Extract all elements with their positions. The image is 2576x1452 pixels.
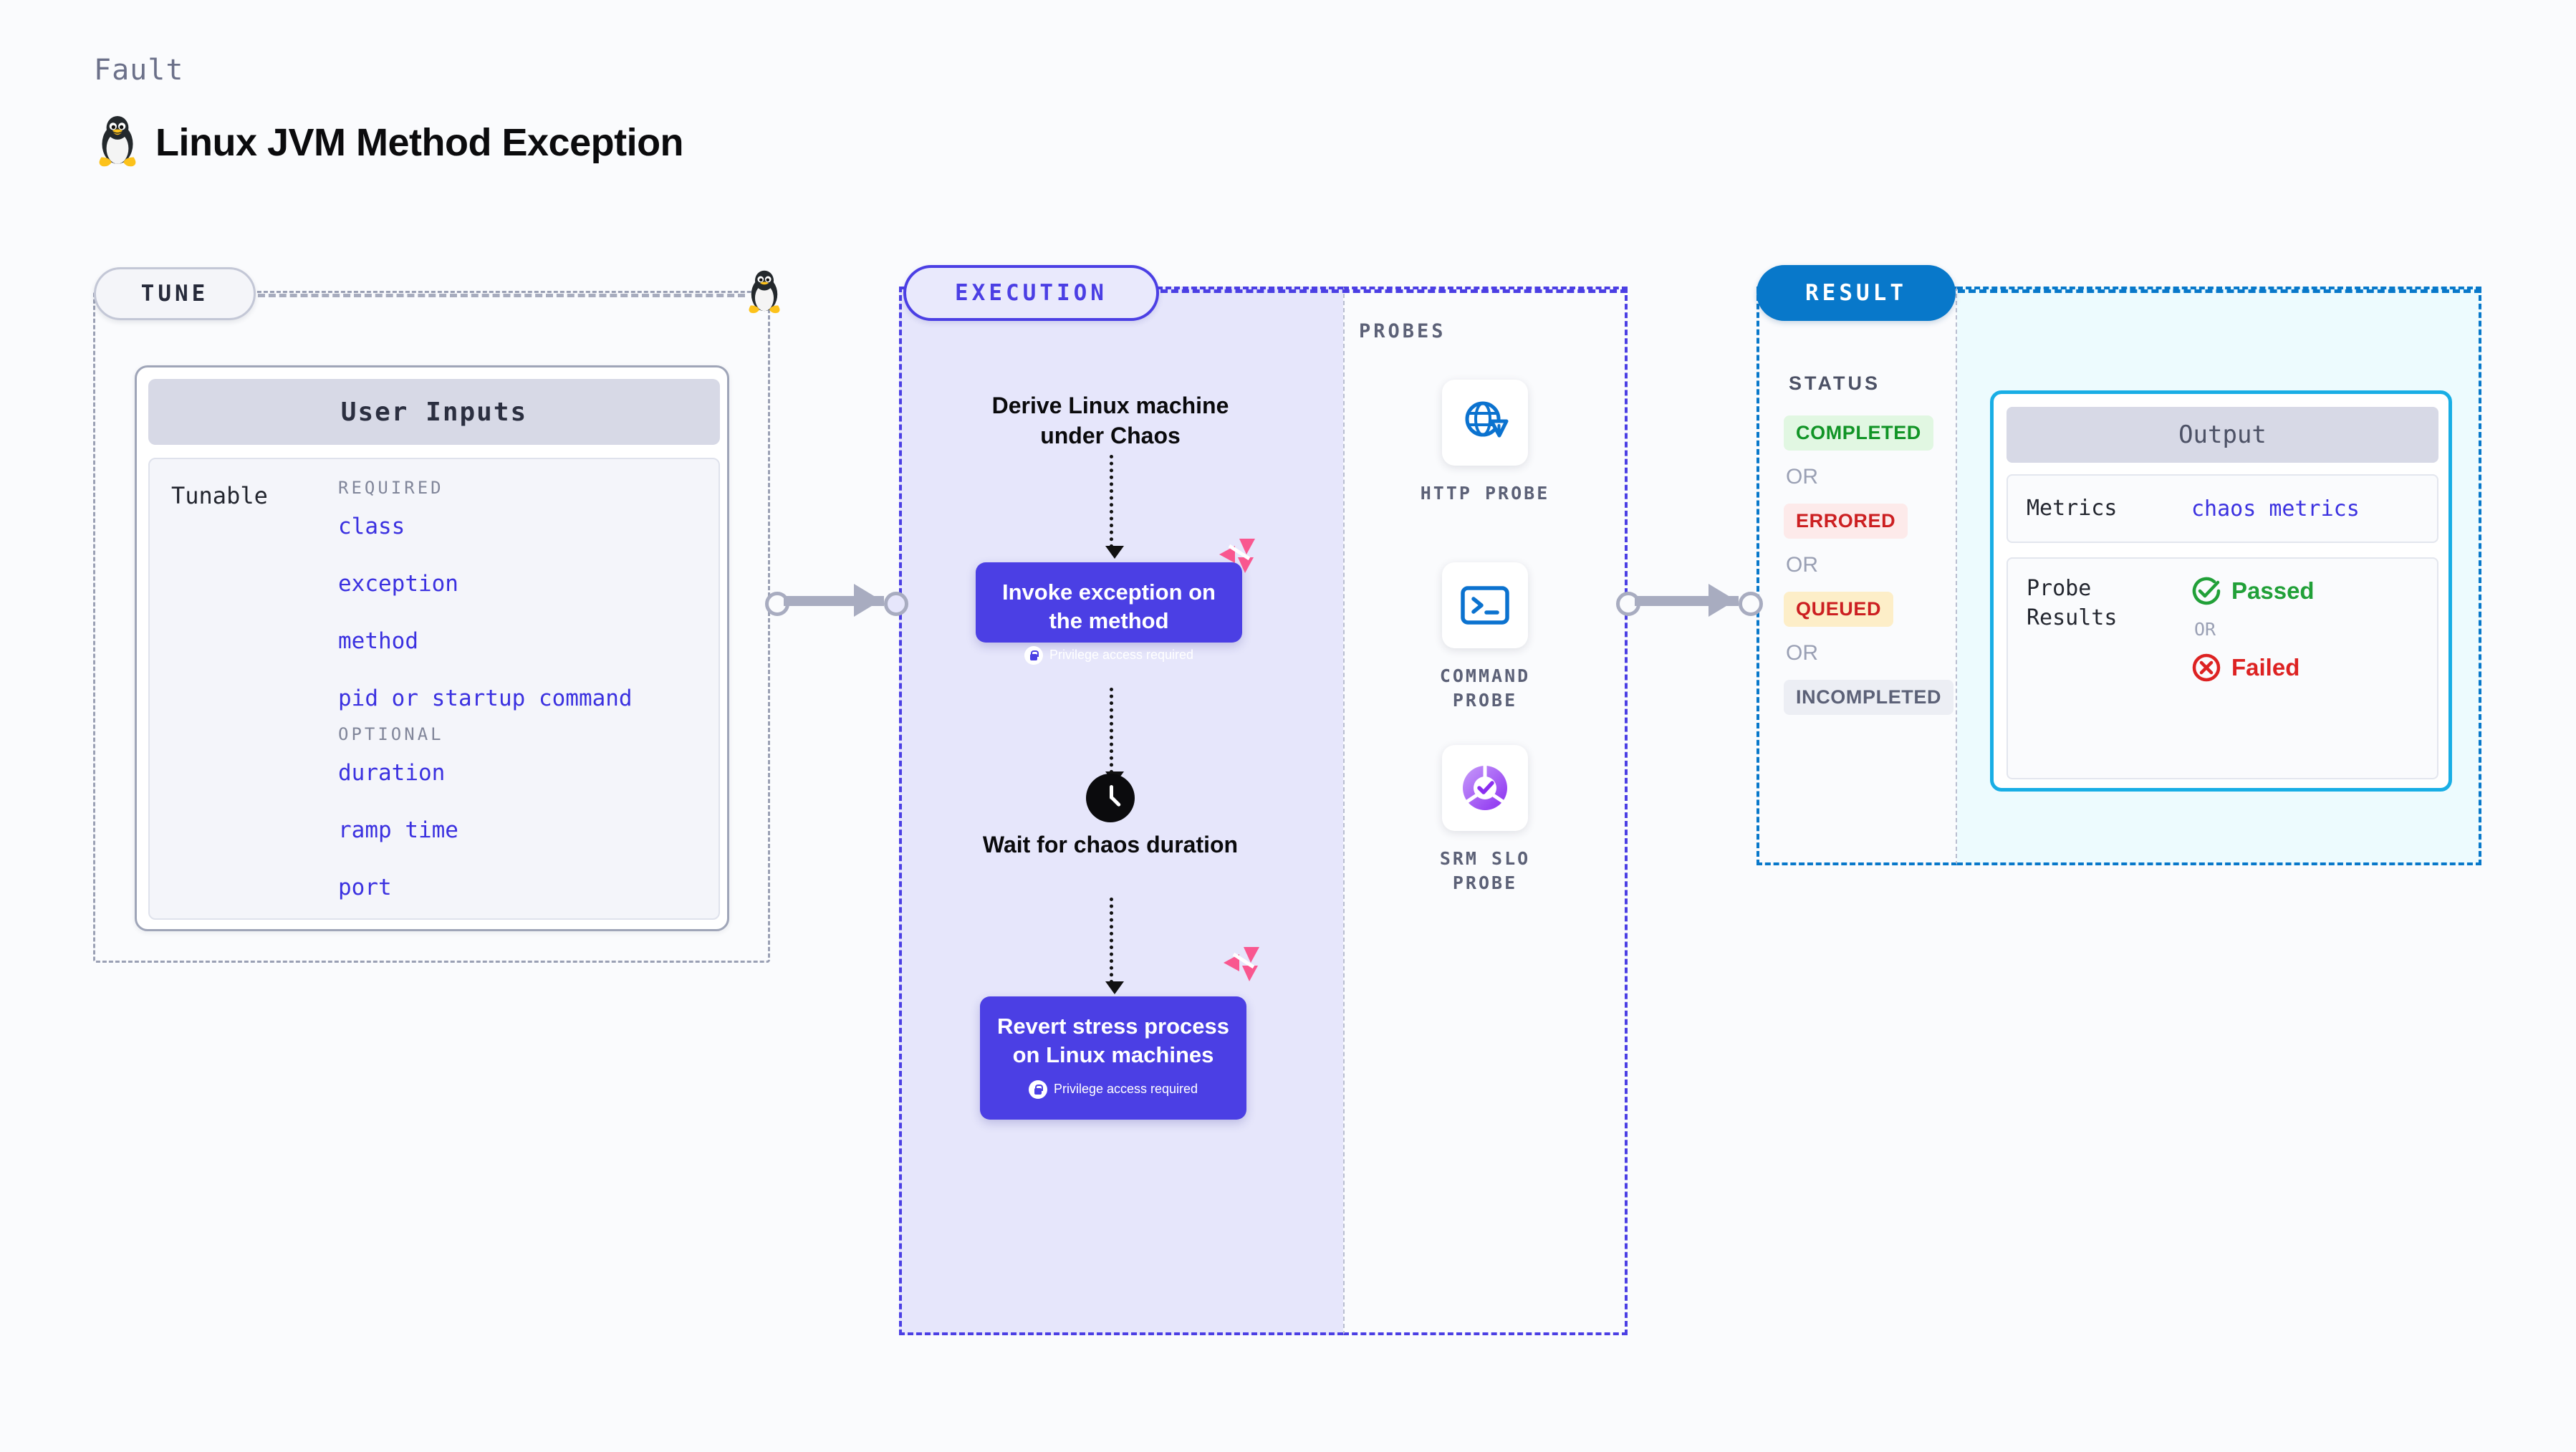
globe-warning-icon bbox=[1465, 401, 1509, 438]
tunable-item-port[interactable]: port bbox=[338, 875, 392, 900]
page-title-row: Linux JVM Method Exception bbox=[94, 115, 684, 170]
execution-step-invoke-label: Invoke exception on the method bbox=[1001, 580, 1216, 634]
execution-step-wait-label: Wait for chaos duration bbox=[982, 832, 1239, 857]
terminal-icon bbox=[1461, 586, 1509, 625]
probe-icon-wrapper bbox=[1442, 562, 1528, 648]
probe-card-http[interactable]: HTTP PROBE bbox=[1403, 380, 1567, 506]
status-badge-incompleted: INCOMPLETED bbox=[1784, 680, 1954, 715]
arrow-down-icon bbox=[1105, 981, 1124, 994]
output-card: Output Metrics chaos metrics Probe Resul… bbox=[1990, 390, 2452, 792]
user-inputs-card: User Inputs Tunable REQUIRED class excep… bbox=[135, 365, 729, 931]
page-title: Linux JVM Method Exception bbox=[155, 121, 684, 164]
privilege-note-text: Privilege access required bbox=[1053, 1082, 1198, 1097]
execution-step-invoke-box[interactable]: Invoke exception on the method Privilege… bbox=[976, 562, 1242, 665]
fault-eyebrow-label: Fault bbox=[94, 54, 184, 87]
status-badge-queued: QUEUED bbox=[1784, 592, 1894, 627]
tunable-item-exception[interactable]: exception bbox=[338, 571, 458, 597]
clock-icon bbox=[1086, 774, 1135, 822]
lock-icon bbox=[1024, 645, 1043, 665]
tune-section-pill[interactable]: TUNE bbox=[94, 267, 256, 320]
execution-step-invoke-note: Privilege access required bbox=[990, 645, 1228, 665]
connector-arrowhead bbox=[854, 584, 881, 617]
connector-tune-to-execution bbox=[765, 584, 908, 617]
status-or-1: OR bbox=[1786, 465, 1818, 489]
output-row-probe-results: Probe Results Passed OR Failed bbox=[2007, 557, 2438, 779]
linux-penguin-icon-small bbox=[749, 270, 780, 314]
result-header-dashed-line bbox=[1958, 289, 2481, 293]
harness-logo-icon bbox=[1219, 539, 1255, 573]
probe-name-http: HTTP PROBE bbox=[1420, 483, 1550, 504]
user-inputs-body: Tunable REQUIRED class exception method … bbox=[148, 458, 720, 920]
tunable-item-ramp-time[interactable]: ramp time bbox=[338, 817, 458, 843]
result-status-panel bbox=[1756, 287, 1957, 865]
arrow-down-icon bbox=[1105, 546, 1124, 559]
tunable-item-pid-or-startup-command[interactable]: pid or startup command bbox=[338, 686, 633, 711]
metrics-value-link[interactable]: chaos metrics bbox=[2191, 496, 2360, 521]
execution-step-revert-label: Revert stress process on Linux machines bbox=[997, 1014, 1229, 1068]
execution-step-derive-label: Derive Linux machine under Chaos bbox=[991, 393, 1229, 449]
connector-end-node bbox=[884, 592, 908, 616]
tunable-item-method[interactable]: method bbox=[338, 628, 418, 654]
status-badge-completed: COMPLETED bbox=[1784, 415, 1933, 451]
probe-name-command: COMMAND PROBE bbox=[1439, 665, 1531, 711]
execution-step-revert-note: Privilege access required bbox=[994, 1080, 1232, 1099]
probe-results-key: Probe Results bbox=[2027, 576, 2118, 630]
status-title: STATUS bbox=[1789, 372, 1880, 394]
probes-title: PROBES bbox=[1359, 320, 1446, 342]
probe-card-command[interactable]: COMMAND PROBE bbox=[1403, 562, 1567, 713]
connector-arrowhead bbox=[1708, 584, 1736, 617]
probe-icon-wrapper bbox=[1442, 380, 1528, 466]
probe-result-failed: Failed bbox=[2191, 653, 2315, 683]
tune-section-panel bbox=[93, 291, 770, 963]
connector-end-node bbox=[1739, 592, 1763, 616]
probe-card-srm-slo[interactable]: SRM SLO PROBE bbox=[1403, 745, 1567, 895]
slo-donut-check-icon bbox=[1463, 766, 1507, 810]
optional-group-title: OPTIONAL bbox=[338, 724, 444, 744]
execution-section-pill[interactable]: EXECUTION bbox=[903, 265, 1159, 321]
status-list: COMPLETED OR ERRORED OR QUEUED OR INCOMP… bbox=[1784, 415, 1954, 715]
execution-arrow-2 bbox=[1105, 688, 1124, 784]
status-or-3: OR bbox=[1786, 641, 1818, 665]
metrics-key: Metrics bbox=[2027, 495, 2118, 521]
output-title: Output bbox=[2007, 407, 2438, 463]
probe-result-or: OR bbox=[2194, 619, 2216, 640]
status-or-2: OR bbox=[1786, 553, 1818, 577]
harness-logo-icon bbox=[1224, 947, 1259, 981]
execution-header-dashed-line bbox=[1160, 289, 1628, 293]
result-section-pill[interactable]: RESULT bbox=[1756, 265, 1956, 321]
user-inputs-title: User Inputs bbox=[148, 379, 720, 445]
lock-icon bbox=[1028, 1080, 1047, 1099]
probe-results-values: Passed OR Failed bbox=[2191, 574, 2315, 683]
probe-result-passed: Passed bbox=[2191, 576, 2315, 606]
tunable-label: Tunable bbox=[171, 482, 268, 509]
status-badge-errored: ERRORED bbox=[1784, 504, 1908, 539]
linux-penguin-icon bbox=[99, 116, 136, 167]
execution-step-revert-box[interactable]: Revert stress process on Linux machines … bbox=[980, 996, 1246, 1120]
tunable-item-class[interactable]: class bbox=[338, 514, 405, 539]
required-group-title: REQUIRED bbox=[338, 478, 444, 498]
execution-arrow-3 bbox=[1105, 898, 1124, 994]
passed-label: Passed bbox=[2231, 577, 2315, 604]
privilege-note-text: Privilege access required bbox=[1049, 648, 1194, 663]
output-row-metrics: Metrics chaos metrics bbox=[2007, 474, 2438, 543]
check-circle-icon bbox=[2192, 577, 2221, 605]
execution-arrow-1 bbox=[1105, 455, 1124, 559]
tunable-item-duration[interactable]: duration bbox=[338, 760, 446, 786]
tunable-list: REQUIRED class exception method pid or s… bbox=[338, 475, 711, 932]
probe-icon-wrapper bbox=[1442, 745, 1528, 831]
x-circle-icon bbox=[2192, 653, 2221, 682]
failed-label: Failed bbox=[2231, 654, 2300, 681]
probe-name-srm-slo: SRM SLO PROBE bbox=[1439, 848, 1531, 893]
connector-probes-to-result bbox=[1616, 584, 1763, 617]
tune-header-dashed-line bbox=[258, 294, 745, 297]
